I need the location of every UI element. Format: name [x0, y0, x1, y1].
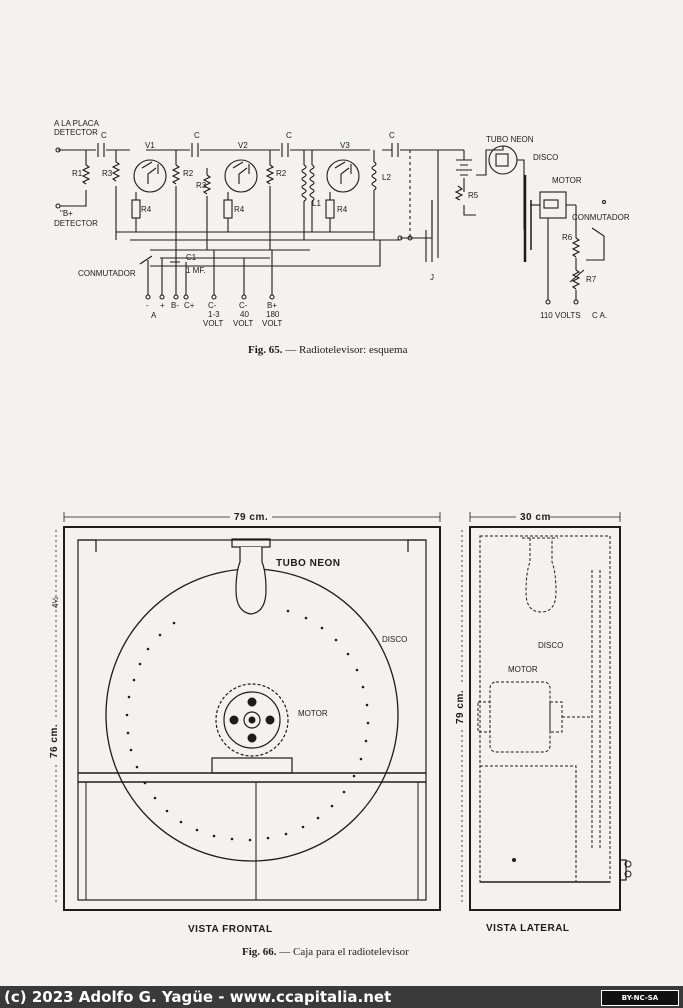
label-r4-a: R4	[141, 205, 152, 214]
label-c-4: C	[389, 131, 395, 140]
label-width-front: 79 cm.	[234, 512, 268, 523]
cabinet-side-view	[461, 512, 632, 911]
label-volt-180: 180	[266, 310, 280, 319]
label-volt-1: VOLT	[203, 319, 223, 328]
label-v3: V3	[340, 141, 350, 150]
label-motor-schematic: MOTOR	[552, 176, 582, 185]
fig66-caption-number: Fig. 66.	[242, 946, 277, 958]
label-r3-b: R3	[196, 181, 207, 190]
label-r5: R5	[468, 191, 479, 200]
circuit-schematic	[55, 143, 607, 305]
label-v2: V2	[238, 141, 248, 150]
label-110-volts: 110 VOLTS	[540, 311, 581, 320]
label-vista-frontal: VISTA FRONTAL	[188, 924, 273, 935]
fig65-caption-number: Fig. 65.	[248, 344, 283, 356]
label-b-minus: B-	[171, 301, 179, 310]
fig66-caption: Fig. 66. — Caja para el radiotelevisor	[242, 946, 409, 958]
label-r1: R1	[72, 169, 83, 178]
label-width-side: 30 cm	[520, 512, 551, 523]
label-r2-b: R2	[276, 169, 287, 178]
label-c-plus: C+	[184, 301, 195, 310]
label-detector-bottom: DETECTOR	[54, 219, 98, 228]
fig66-caption-text: — Caja para el radiotelevisor	[279, 946, 409, 958]
label-disco-schematic: DISCO	[533, 153, 558, 162]
license-badge[interactable]: BY-NC-SA	[601, 990, 679, 1006]
label-l1: L1	[312, 199, 321, 208]
label-r4-b: R4	[234, 205, 245, 214]
label-plus: +	[160, 301, 165, 310]
label-j: J	[430, 273, 434, 282]
label-detector-top: DETECTOR	[54, 128, 98, 137]
label-volt-40: 40	[240, 310, 249, 319]
label-volt-2: VOLT	[233, 319, 253, 328]
label-b-plus-2: B+	[267, 301, 277, 310]
copyright-footer: (c) 2023 Adolfo G. Yagüe - www.ccapitali…	[0, 986, 683, 1008]
label-disco-front: DISCO	[382, 635, 407, 644]
cabinet-labels: 79 cm. 30 cm TUBO NEON DISCO MOTOR DISCO…	[46, 510, 570, 935]
label-minus: -	[146, 301, 149, 310]
label-height-front: 76 cm.	[49, 724, 60, 758]
label-r7: R7	[586, 275, 597, 284]
label-c1: C1	[186, 253, 197, 262]
label-ca: C A.	[592, 311, 607, 320]
label-conmutador-right: CONMUTADOR	[572, 213, 630, 222]
label-b-plus: "B+	[60, 209, 73, 218]
label-c-minus-2: C-	[239, 301, 248, 310]
label-height-side: 79 cm.	[455, 690, 466, 724]
cabinet-front-view	[55, 512, 441, 911]
label-tubo-neon-schematic: TUBO NEON	[486, 135, 534, 144]
label-r2-a: R2	[183, 169, 194, 178]
label-vista-lateral: VISTA LATERAL	[486, 923, 570, 934]
label-r4-c: R4	[337, 205, 348, 214]
label-v1: V1	[145, 141, 155, 150]
label-volt-3: VOLT	[262, 319, 282, 328]
label-conmutador-left: CONMUTADOR	[78, 269, 136, 278]
label-disco-side: DISCO	[538, 641, 563, 650]
label-a-la-placa: A LA PLACA	[54, 119, 100, 128]
label-c-2: C	[194, 131, 200, 140]
label-a: A	[151, 311, 157, 320]
label-small-dim: 4½	[51, 597, 60, 608]
label-r3-a: R3	[102, 169, 113, 178]
label-motor-front: MOTOR	[298, 709, 328, 718]
label-c-minus-1: C-	[208, 301, 217, 310]
label-tubo-neon: TUBO NEON	[276, 558, 341, 569]
label-l2: L2	[382, 173, 391, 182]
label-c-1: C	[101, 131, 107, 140]
label-c-3: C	[286, 131, 292, 140]
label-1mf: 1 MF.	[186, 266, 206, 275]
fig65-caption: Fig. 65. — Radiotelevisor: esquema	[248, 344, 407, 356]
label-motor-side: MOTOR	[508, 665, 538, 674]
label-volt-1-3: 1-3	[208, 310, 220, 319]
label-r6: R6	[562, 233, 573, 242]
schematic-labels: A LA PLACA DETECTOR "B+ DETECTOR CONMUTA…	[54, 119, 630, 328]
fig65-caption-text: — Radiotelevisor: esquema	[285, 344, 408, 356]
copyright-text: (c) 2023 Adolfo G. Yagüe - www.ccapitali…	[4, 988, 392, 1006]
